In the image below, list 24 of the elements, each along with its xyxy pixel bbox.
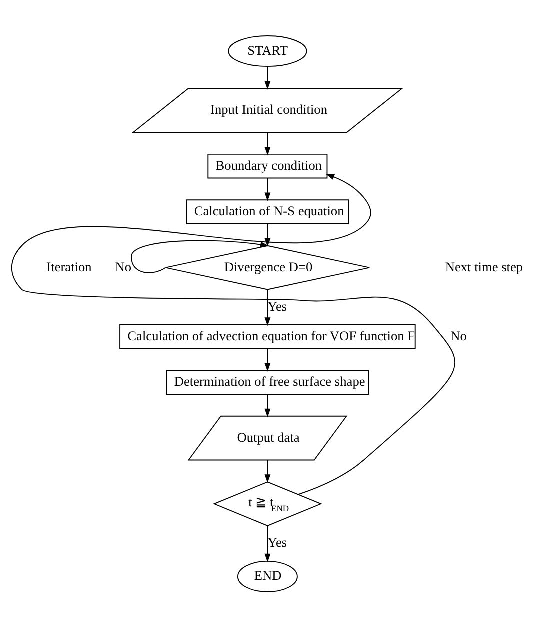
edge-label: No bbox=[450, 328, 467, 343]
arrow bbox=[264, 177, 271, 201]
arrow bbox=[11, 174, 456, 495]
node-diamond: Divergence D=0 bbox=[165, 244, 370, 290]
arrow bbox=[264, 460, 271, 483]
node-box: Calculation of N-S equation bbox=[186, 199, 350, 224]
node-box: Boundary condition bbox=[208, 153, 328, 178]
arrow bbox=[264, 394, 271, 417]
edge-label: Yes bbox=[268, 298, 288, 314]
node-ellipse: START bbox=[228, 35, 308, 67]
arrow bbox=[131, 240, 270, 273]
node-box: Calculation of advection equation for VOF function F bbox=[120, 324, 416, 349]
arrow bbox=[264, 132, 271, 156]
arrow bbox=[264, 348, 271, 372]
arrow bbox=[264, 66, 271, 90]
arrow bbox=[264, 289, 271, 326]
edge-label: Yes bbox=[268, 534, 288, 550]
arrow bbox=[264, 525, 271, 562]
label: Next time step bbox=[445, 258, 524, 274]
node-ellipse: END bbox=[237, 560, 298, 592]
label: Iteration bbox=[46, 258, 92, 274]
edge-label: No bbox=[115, 258, 132, 274]
node-box: Determination of free surface shape bbox=[166, 370, 370, 394]
node-diamond: t ≧ t$_{END}$ bbox=[213, 481, 322, 526]
